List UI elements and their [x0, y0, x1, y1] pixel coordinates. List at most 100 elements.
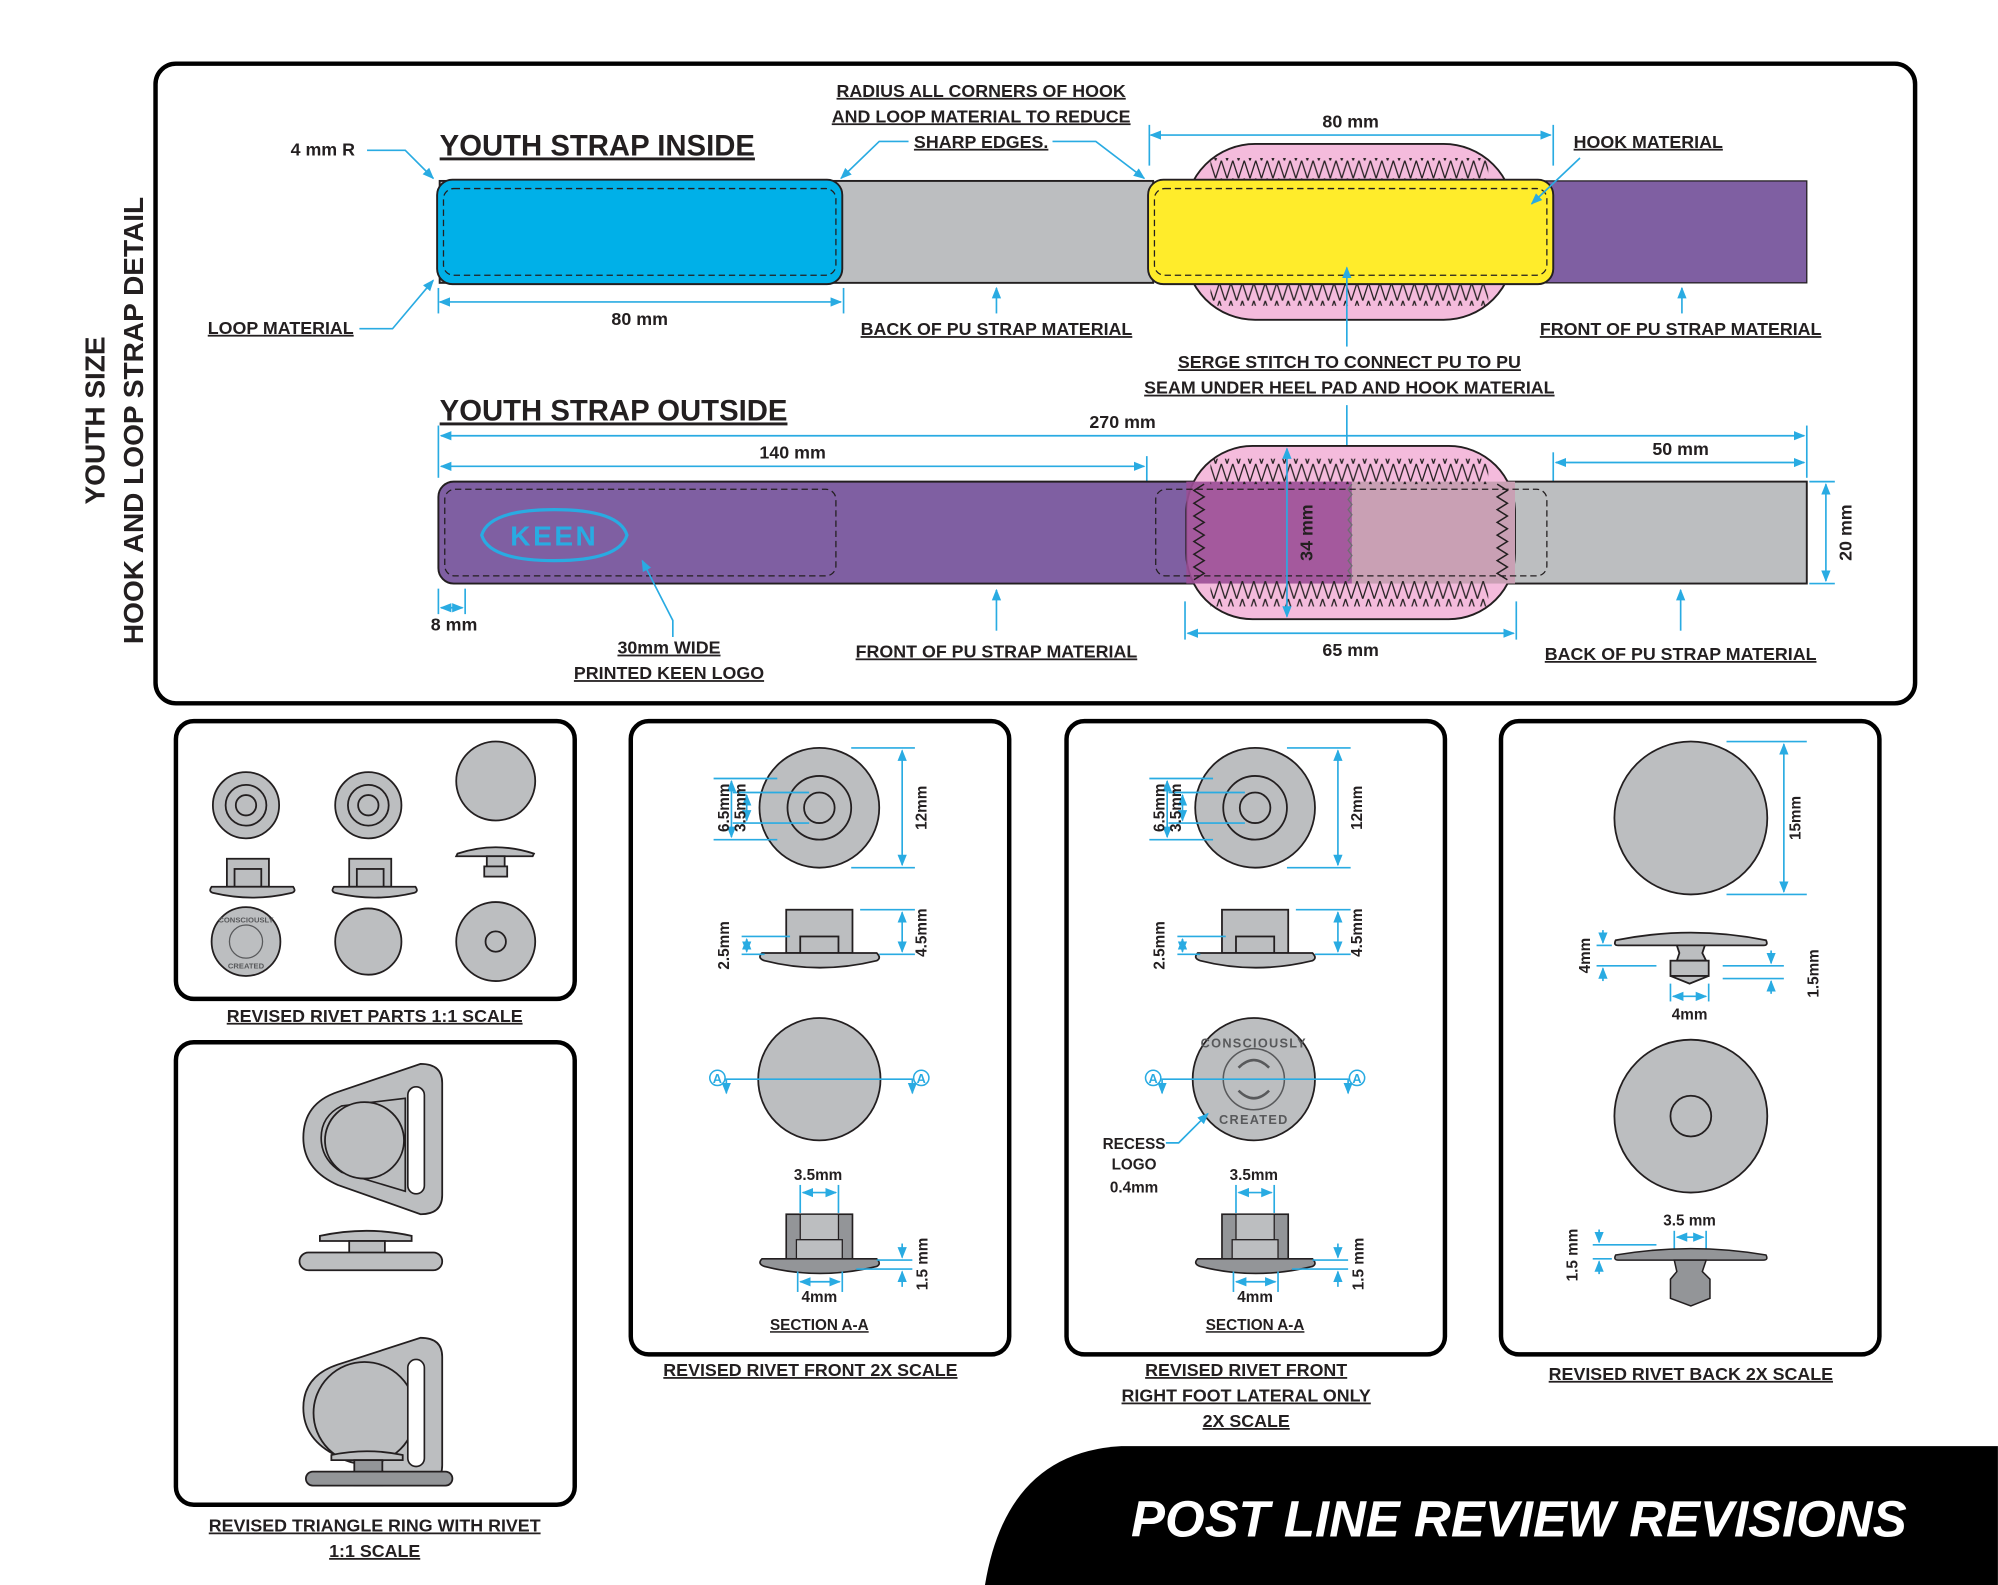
rf-section-marker-left: A	[713, 1071, 722, 1086]
loop-material-leader	[359, 279, 435, 330]
side-title-line2: HOOK AND LOOP STRAP DETAIL	[118, 197, 149, 644]
rivet-back-caption: REVISED RIVET BACK 2X SCALE	[1549, 1364, 1833, 1384]
rf-inner-height: 2.5mm	[716, 921, 733, 969]
created-text-small: CREATED	[228, 961, 265, 970]
rb-stem-width: 4mm	[1672, 1006, 1708, 1023]
recess-note-line2: LOGO	[1112, 1157, 1157, 1174]
rivet-plain-cap	[334, 907, 403, 976]
radius-note-line3: SHARP EDGES.	[914, 132, 1048, 152]
rfl-section-flange: 1.5 mm	[1350, 1238, 1367, 1291]
hook-material	[1147, 178, 1555, 286]
serge-seam	[1347, 483, 1353, 582]
overlap-front	[1186, 481, 1352, 584]
strap-inside-front-pu	[1528, 180, 1808, 284]
logo-stitch-area	[444, 488, 837, 577]
side-title-line1: YOUTH SIZE	[80, 336, 111, 504]
back-pu-label-outside: BACK OF PU STRAP MATERIAL	[1545, 644, 1817, 664]
rivet-front-lateral-panel-group: 6.5mm 3.5mm 12mm 2.5mm 4.5mm CONSCIOUSLY…	[1064, 718, 1448, 1357]
rf-section-flange: 1.5 mm	[915, 1238, 932, 1291]
serge-stitch-outside-bottom	[1210, 580, 1489, 607]
rivet-front-lateral-caption-line2: RIGHT FOOT LATERAL ONLY	[1122, 1386, 1371, 1406]
created-text: CREATED	[1219, 1112, 1289, 1127]
rivet-parts-caption: REVISED RIVET PARTS 1:1 SCALE	[227, 1006, 523, 1026]
front-pu-label-outside: FRONT OF PU STRAP MATERIAL	[856, 641, 1138, 661]
loop-stitch	[442, 187, 837, 276]
rivet-front-caption: REVISED RIVET FRONT 2X SCALE	[663, 1360, 957, 1380]
pad-height-label: 34 mm	[1296, 504, 1316, 561]
rivet-front-lateral-top-view	[334, 771, 403, 840]
rfl-section-marker-right: A	[1352, 1071, 1361, 1086]
consciously-text-small: CONSCIOUSLY	[218, 915, 273, 924]
side-title: YOUTH SIZE HOOK AND LOOP STRAP DETAIL	[80, 197, 149, 644]
radius-note-line1: RADIUS ALL CORNERS OF HOOK	[837, 81, 1126, 101]
rf-outer-dia: 12mm	[913, 786, 930, 830]
serge-stitch-outside-right	[1495, 483, 1509, 581]
rivet-back-side-view	[454, 846, 536, 878]
rb-section-flange: 1.5 mm	[1564, 1229, 1581, 1282]
rfl-section-marker-left: A	[1149, 1071, 1158, 1086]
rf-inner-dia: 3.5mm	[732, 784, 749, 832]
keen-logo: KEEN	[480, 508, 629, 563]
logo-section-label: 140 mm	[759, 443, 825, 463]
strap-inside-title: YOUTH STRAP INSIDE	[440, 129, 755, 162]
radius-label: 4 mm R	[291, 139, 356, 159]
banner-background	[984, 1446, 1998, 1585]
serge-stitch-outside-top	[1210, 458, 1489, 485]
rb-stem-height: 4mm	[1577, 938, 1594, 974]
rivet-front-lateral-caption-line3: 2X SCALE	[1203, 1411, 1290, 1431]
loop-material-label: LOOP MATERIAL	[208, 318, 354, 338]
rivet-back-bottom-view	[455, 901, 537, 982]
serge-stitch-outside-left	[1192, 483, 1206, 581]
rivet-front-top-view	[211, 771, 281, 840]
rfl-inner-height: 2.5mm	[1152, 921, 1169, 969]
hook-width-label: 80 mm	[1322, 111, 1379, 131]
triangle-ring-caption-line1: REVISED TRIANGLE RING WITH RIVET	[209, 1515, 541, 1535]
loop-width-label: 80 mm	[611, 309, 668, 329]
serge-note-line2: SEAM UNDER HEEL PAD AND HOOK MATERIAL	[1144, 378, 1554, 398]
rf-section-label: SECTION A-A	[770, 1317, 869, 1334]
serge-note-line1: SERGE STITCH TO CONNECT PU TO PU	[1178, 352, 1521, 372]
rfl-mid-dia: 6.5mm	[1152, 784, 1169, 832]
edge-offset-label: 8 mm	[431, 615, 478, 635]
triangle-ring-caption-line2: 1:1 SCALE	[329, 1541, 420, 1561]
recess-note-line3: 0.4mm	[1110, 1180, 1158, 1197]
rivet-front-panel-group: 6.5mm 3.5mm 12mm 2.5mm 4.5mm A A 3.5mm 4…	[628, 718, 1012, 1357]
rfl-section-label: SECTION A-A	[1206, 1317, 1305, 1334]
loop-material	[436, 178, 844, 286]
rf-height: 4.5mm	[913, 908, 930, 956]
rivet-front-lateral-caption-line1: REVISED RIVET FRONT	[1145, 1360, 1347, 1380]
back-pu-label-inside: BACK OF PU STRAP MATERIAL	[861, 319, 1133, 339]
logo-note-leader	[641, 559, 674, 638]
logo-note-line1: 30mm WIDE	[617, 638, 720, 658]
rb-section-width: 3.5 mm	[1663, 1213, 1716, 1230]
strap-height-label: 20 mm	[1835, 504, 1855, 561]
rf-section-top-width: 3.5mm	[794, 1167, 842, 1184]
radius-leader	[367, 149, 435, 180]
consciously-text: CONSCIOUSLY	[1201, 1035, 1307, 1050]
hook-material-label: HOOK MATERIAL	[1574, 132, 1723, 152]
rfl-inner-dia: 3.5mm	[1168, 784, 1185, 832]
logo-note-line2: PRINTED KEEN LOGO	[574, 663, 764, 683]
triangle-ring-rivet-assembly	[304, 1450, 454, 1487]
rfl-section-top-width: 3.5mm	[1230, 1167, 1278, 1184]
radius-note-leader-left	[840, 140, 909, 180]
triangle-ring-top	[302, 1062, 444, 1216]
total-length-label: 270 mm	[1089, 412, 1155, 432]
rf-section-bottom-width: 4mm	[802, 1289, 838, 1306]
triangle-ring-panel	[173, 1039, 577, 1507]
strap-outside-title: YOUTH STRAP OUTSIDE	[440, 394, 788, 427]
end-section-label: 50 mm	[1652, 439, 1709, 459]
rf-mid-dia: 6.5mm	[716, 784, 733, 832]
rivet-front-lateral-side-view	[331, 857, 418, 899]
rfl-section-bottom-width: 4mm	[1237, 1289, 1273, 1306]
rb-head-dia: 15mm	[1787, 796, 1804, 840]
rivet-front-side-view	[209, 857, 296, 899]
rivet-back-panel-group: 15mm 4mm 1.5mm 4mm 3.5 mm 1.5 mm	[1498, 718, 1882, 1357]
consciously-created-rivet: CONSCIOUSLY CREATED	[210, 906, 282, 977]
radius-note-leader-right	[1052, 140, 1146, 180]
rb-tip-height: 1.5mm	[1805, 949, 1822, 997]
front-pu-label-inside: FRONT OF PU STRAP MATERIAL	[1540, 319, 1822, 339]
pad-width-label: 65 mm	[1322, 640, 1379, 660]
rivet-back-top-view	[455, 740, 537, 822]
